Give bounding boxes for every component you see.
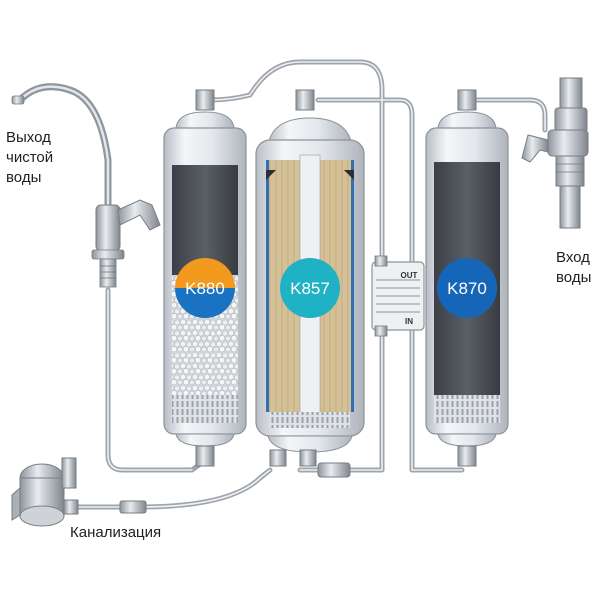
faucet-body — [95, 204, 121, 252]
drain-flow-restrictor — [119, 500, 147, 514]
filter-k880: K880 — [163, 89, 247, 467]
port-out-label: OUT — [401, 271, 418, 280]
filter-k857: K857 — [255, 89, 365, 467]
k857-badge: K857 — [280, 258, 340, 318]
faucet-handle — [117, 199, 161, 231]
k870-label: K870 — [447, 279, 487, 298]
k857-label: K857 — [290, 279, 330, 298]
check-valve — [317, 462, 351, 478]
drain-clamp — [11, 457, 79, 527]
port-in-label: IN — [405, 317, 413, 326]
membrane-port-block: OUT IN — [371, 255, 425, 337]
k870-badge: K870 — [437, 258, 497, 318]
faucet — [11, 83, 161, 288]
filter-k870: K870 — [425, 89, 509, 467]
k880-badge: K880 — [175, 258, 235, 318]
k880-label: K880 — [185, 279, 225, 298]
tube-drain — [73, 467, 273, 510]
inlet-valve — [521, 77, 589, 229]
water-inlet-label: Вход воды — [556, 249, 592, 286]
inlet-valve-handle — [521, 134, 549, 163]
drain-label: Канализация — [70, 524, 162, 541]
clean-water-outlet-label: Выход чистой воды — [6, 129, 54, 186]
